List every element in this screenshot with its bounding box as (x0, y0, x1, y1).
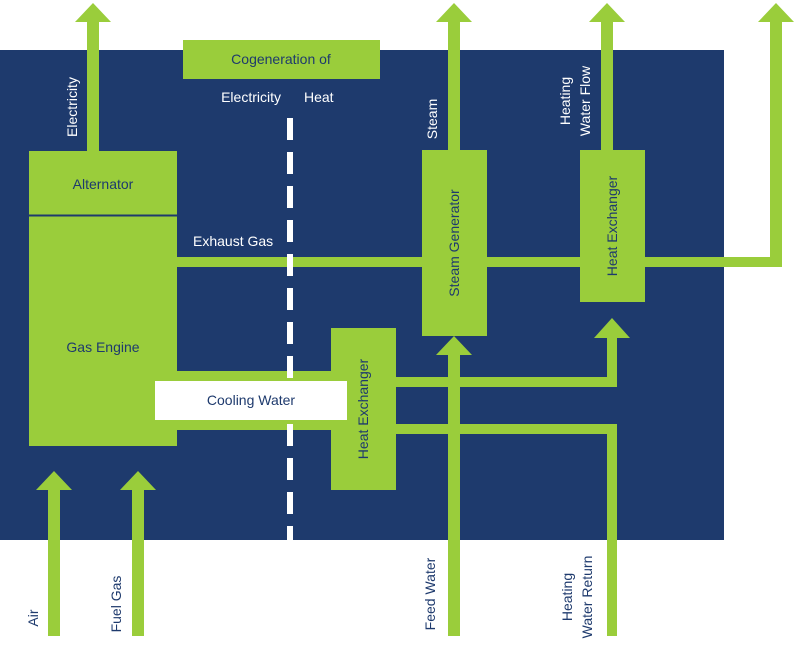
heating-water-flow-arrowhead (589, 3, 625, 22)
cogeneration-title: Cogeneration of (231, 51, 331, 67)
heating-water-return-horizontal (395, 424, 617, 434)
alternator-box (29, 151, 177, 215)
feed-water-arrowhead (436, 336, 472, 355)
air-pipe (48, 488, 60, 636)
heating-water-flow-label-line2: Water Flow (577, 65, 593, 136)
steam-generator-box (422, 150, 487, 336)
cooling-water-box (155, 381, 347, 420)
heat-header-label: Heat (304, 89, 334, 105)
fuel-gas-label: Fuel Gas (108, 576, 124, 633)
exhaust-gas-arrowhead (758, 3, 794, 22)
electricity-arrowhead (75, 3, 111, 22)
heat-exchanger-upper-label: Heat Exchanger (604, 175, 620, 276)
heating-water-link-horizontal (395, 377, 617, 387)
exhaust-gas-riser (770, 20, 782, 267)
heating-water-link-vertical (607, 335, 617, 387)
gas-engine-label: Gas Engine (66, 339, 139, 355)
heating-water-flow-pipe (601, 20, 613, 150)
electricity-out-label: Electricity (64, 77, 80, 137)
gas-engine-box (29, 216, 177, 446)
heat-exchanger-upper-box (580, 150, 645, 302)
steam-out-label: Steam (424, 99, 440, 139)
heating-water-flow-label-line1: Heating (557, 77, 573, 125)
alternator-label: Alternator (73, 176, 134, 192)
feed-water-pipe (448, 350, 460, 636)
cooling-water-label: Cooling Water (207, 392, 296, 408)
heating-water-return-label-line2: Water Return (579, 556, 595, 639)
electricity-header-label: Electricity (221, 89, 281, 105)
heating-water-link-arrowhead (594, 318, 630, 338)
exhaust-gas-out-label: Exhaust Gas (737, 60, 753, 140)
fuel-gas-arrowhead (120, 471, 156, 490)
steam-arrowhead (436, 3, 472, 22)
heating-water-return-label-line1: Heating (559, 573, 575, 621)
heat-exchanger-lower-label: Heat Exchanger (355, 358, 371, 459)
cooling-water-return-pipe (176, 420, 332, 430)
exhaust-gas-internal-label: Exhaust Gas (193, 233, 273, 249)
fuel-gas-pipe (132, 488, 144, 636)
air-arrowhead (36, 471, 72, 490)
steam-generator-label: Steam Generator (446, 189, 462, 297)
electricity-pipe (87, 20, 99, 152)
air-label: Air (25, 609, 41, 626)
steam-pipe (448, 20, 460, 150)
heating-water-return-vertical (607, 424, 617, 636)
cooling-water-supply-pipe (176, 371, 332, 381)
cogeneration-title-box (183, 40, 380, 79)
feed-water-label: Feed Water (422, 557, 438, 630)
